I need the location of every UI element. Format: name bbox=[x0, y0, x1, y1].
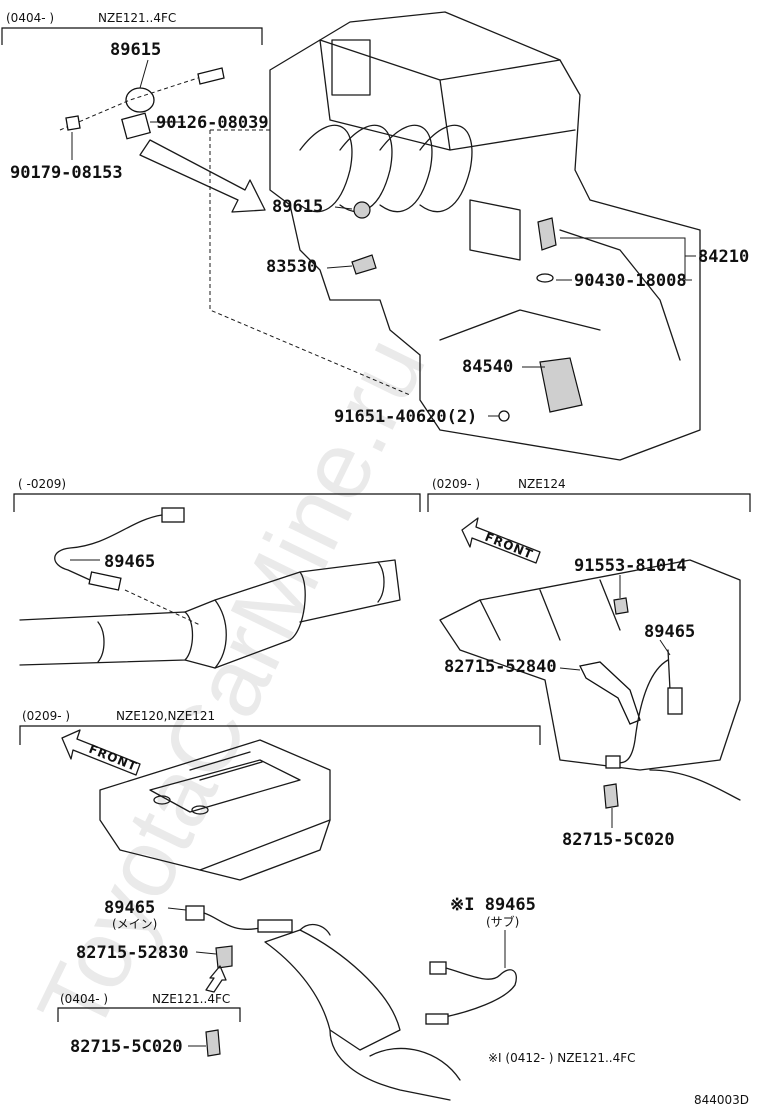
label-82715-52830: 82715-52830 bbox=[76, 943, 189, 963]
label-90179: 90179-08153 bbox=[10, 163, 123, 183]
oxygen-sensor-midright bbox=[605, 649, 683, 769]
section-top: (0404- ) NZE121..4FC bbox=[1, 11, 749, 461]
bracket-top bbox=[1, 27, 263, 45]
footnote: ※I (0412- ) NZE121..4FC bbox=[488, 1051, 636, 1065]
bracket-mid-left bbox=[13, 493, 421, 512]
clamp-52830 bbox=[215, 945, 233, 969]
section-top-period: (0404- ) bbox=[6, 11, 54, 25]
watermark: ToyotaCarMine.ru bbox=[18, 321, 446, 1049]
front-arrow-midright: FRONT bbox=[461, 517, 541, 564]
label-84210: 84210 bbox=[698, 247, 749, 267]
front-label-bottom: FRONT bbox=[87, 742, 139, 774]
front-arrow-bottom: FRONT bbox=[61, 729, 141, 776]
section-mid-right: (0209- ) NZE124 FRONT bbox=[427, 477, 751, 850]
oxygen-sensor-sub bbox=[425, 961, 517, 1025]
label-89465-midright: 89465 bbox=[644, 622, 695, 642]
label-89465-sub: ※I 89465 bbox=[450, 895, 536, 915]
section-bottom-inner-models: NZE121..4FC bbox=[152, 992, 230, 1006]
section-bottom-period: (0209- ) bbox=[22, 709, 70, 723]
knock-sensor bbox=[353, 201, 371, 219]
bracket-mid-right bbox=[427, 493, 751, 512]
pointer-arrow bbox=[139, 139, 266, 213]
section-mid-right-period: (0209- ) bbox=[432, 477, 480, 491]
section-mid-left: ( -0209) 89465 bbox=[13, 477, 421, 669]
label-sub-note: (サブ) bbox=[486, 914, 519, 929]
label-82715-5c020-right: 82715-5C020 bbox=[562, 830, 675, 850]
oil-pressure-switch bbox=[351, 254, 377, 275]
sensor-84540 bbox=[539, 357, 583, 413]
label-main-note: (メイン) bbox=[112, 917, 157, 931]
bracket-52840 bbox=[579, 661, 641, 725]
bracket-bottom bbox=[19, 725, 541, 745]
exhaust-catalyst bbox=[19, 559, 401, 669]
front-label-midright: FRONT bbox=[483, 530, 535, 562]
bracket-bottom-inner bbox=[57, 1007, 241, 1022]
bolt-91553 bbox=[613, 597, 629, 615]
section-bottom-inner-period: (0404- ) bbox=[60, 992, 108, 1006]
clamp-5c020-bottom bbox=[205, 1029, 221, 1057]
label-82715-5c020-bottom: 82715-5C020 bbox=[70, 1037, 183, 1057]
label-91651: 91651-40620(2) bbox=[334, 407, 477, 427]
label-84540: 84540 bbox=[462, 357, 513, 377]
label-89615-a: 89615 bbox=[110, 40, 161, 60]
section-mid-left-period: ( -0209) bbox=[18, 477, 66, 491]
exhaust-bottom bbox=[264, 923, 461, 1101]
label-89465-midleft: 89465 bbox=[104, 552, 155, 572]
drawing-code: 844003D bbox=[694, 1093, 749, 1107]
label-83530: 83530 bbox=[266, 257, 317, 277]
section-bottom-models: NZE120,NZE121 bbox=[116, 709, 215, 723]
label-90126: 90126-08039 bbox=[156, 113, 269, 133]
label-82715-52840: 82715-52840 bbox=[444, 657, 557, 677]
label-91553: 91553-81014 bbox=[574, 556, 687, 576]
switch-84210 bbox=[537, 217, 557, 251]
section-top-models: NZE121..4FC bbox=[98, 11, 176, 25]
clamp-5c020-right bbox=[603, 783, 619, 809]
section-mid-right-models: NZE124 bbox=[518, 477, 566, 491]
label-89615-b: 89615 bbox=[272, 197, 323, 217]
small-arrow bbox=[205, 965, 227, 993]
engine-outline-midright bbox=[439, 559, 741, 801]
engine-block bbox=[209, 11, 701, 461]
label-89465-main: 89465 bbox=[104, 898, 155, 918]
section-bottom: (0209- ) NZE120,NZE121 FRONT bbox=[19, 709, 636, 1101]
oxygen-sensor-main bbox=[185, 905, 293, 933]
label-90430: 90430-18008 bbox=[574, 271, 687, 291]
oxygen-sensor-midleft bbox=[54, 507, 201, 626]
engine-head-bottom bbox=[99, 739, 331, 881]
